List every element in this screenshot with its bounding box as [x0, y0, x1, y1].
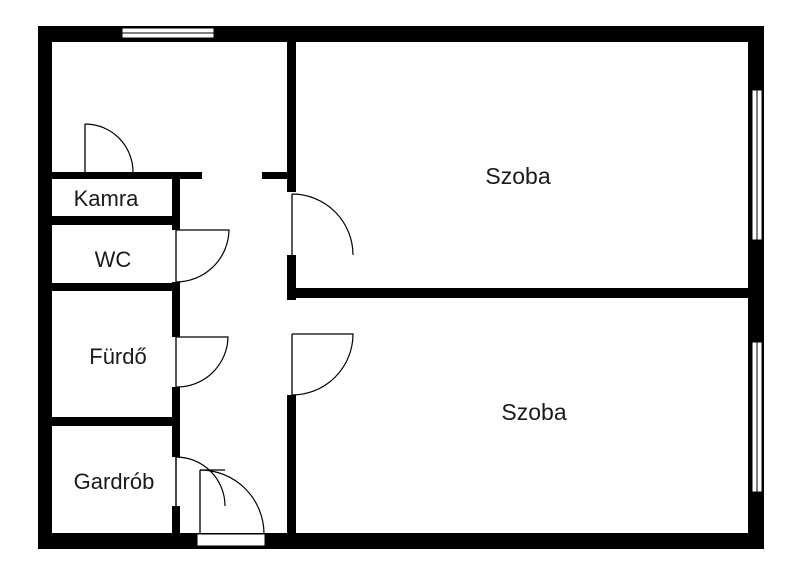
door-wc [175, 229, 230, 283]
wall-left [38, 26, 52, 549]
wall-corridor-right-lower [287, 395, 296, 535]
doors [84, 123, 354, 535]
wall-wc-furdo [52, 283, 177, 291]
room-label-gardrob: Gardrób [74, 469, 155, 494]
wall-corridor-left [172, 172, 180, 230]
wall-top [38, 26, 764, 42]
wall-entry-bottom-right [262, 172, 296, 179]
room-labels: Szoba Szoba Kamra WC Fürdő Gardrób [74, 163, 567, 494]
windows [121, 27, 763, 547]
wall-corridor-right [287, 255, 296, 300]
wall-corridor-left-4 [172, 506, 180, 536]
room-label-kamra: Kamra [74, 186, 140, 211]
entrance-opening [196, 533, 266, 547]
wall-bottom [38, 533, 764, 549]
room-label-szoba-top: Szoba [485, 163, 550, 189]
wall-kamra-wc [52, 216, 177, 225]
room-label-szoba-bottom: Szoba [501, 399, 566, 425]
room-label-wc: WC [95, 247, 132, 272]
door-entrance [199, 469, 265, 535]
door-room-bottom [291, 333, 354, 396]
wall-rooms-divider [287, 288, 752, 298]
room-label-furdo: Fürdő [89, 344, 146, 369]
door-furdo [175, 336, 229, 388]
interior-walls [52, 42, 752, 536]
wall-furdo-gardrob [52, 417, 177, 426]
wall-corridor-left-2 [172, 282, 180, 337]
wall-entry-vertical [287, 42, 296, 192]
wall-entry-bottom-left [52, 172, 202, 179]
door-entry-storage [84, 123, 134, 173]
door-room-top [291, 193, 354, 256]
